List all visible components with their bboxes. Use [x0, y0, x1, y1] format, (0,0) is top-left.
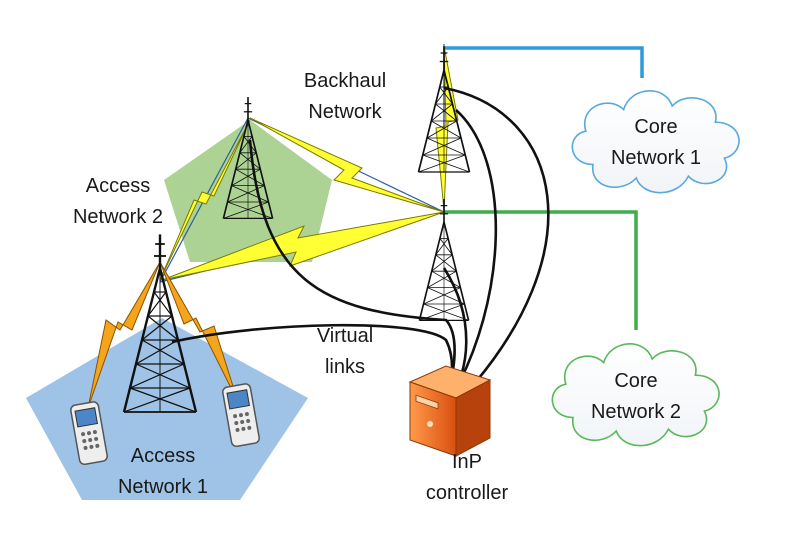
- tower-icon: [417, 45, 471, 173]
- virtual-links: [171, 86, 550, 403]
- mobile-phone-icon: [222, 383, 260, 448]
- core-network-2-cloud: [551, 343, 720, 447]
- core-2-link: [444, 210, 638, 330]
- backhaul-network-label-line2: Network: [308, 101, 382, 123]
- mobile-phone-icon: [70, 401, 108, 466]
- lightning-link-icon: [435, 45, 459, 211]
- core-network-1-cloud: [571, 90, 740, 194]
- server-icon: [408, 365, 492, 457]
- core-network-2-label-line1: Core: [614, 370, 657, 392]
- core-network-1-label-line2: Network 1: [611, 147, 701, 169]
- virtual-links-label-line1: Virtual: [317, 325, 373, 347]
- access-network-2-label-line2: Network 2: [73, 206, 163, 228]
- wireless-backhaul-links: [159, 45, 459, 281]
- inp-controller-label-line2: controller: [426, 482, 509, 504]
- core-network-1-label-line1: Core: [634, 116, 677, 138]
- access-network-1-label-line2: Network 1: [118, 476, 208, 498]
- virtual-links-label-line2: links: [325, 356, 365, 378]
- backhaul-network-label-line1: Backhaul: [304, 70, 386, 92]
- inp-controller-label-line1: InP: [452, 451, 482, 473]
- core-network-2-label-line2: Network 2: [591, 401, 681, 423]
- core-1-link: [444, 46, 644, 78]
- access-network-2-label-line1: Access: [86, 175, 150, 197]
- access-network-1-label-line1: Access: [131, 445, 195, 467]
- access-network-1-region: [26, 318, 308, 500]
